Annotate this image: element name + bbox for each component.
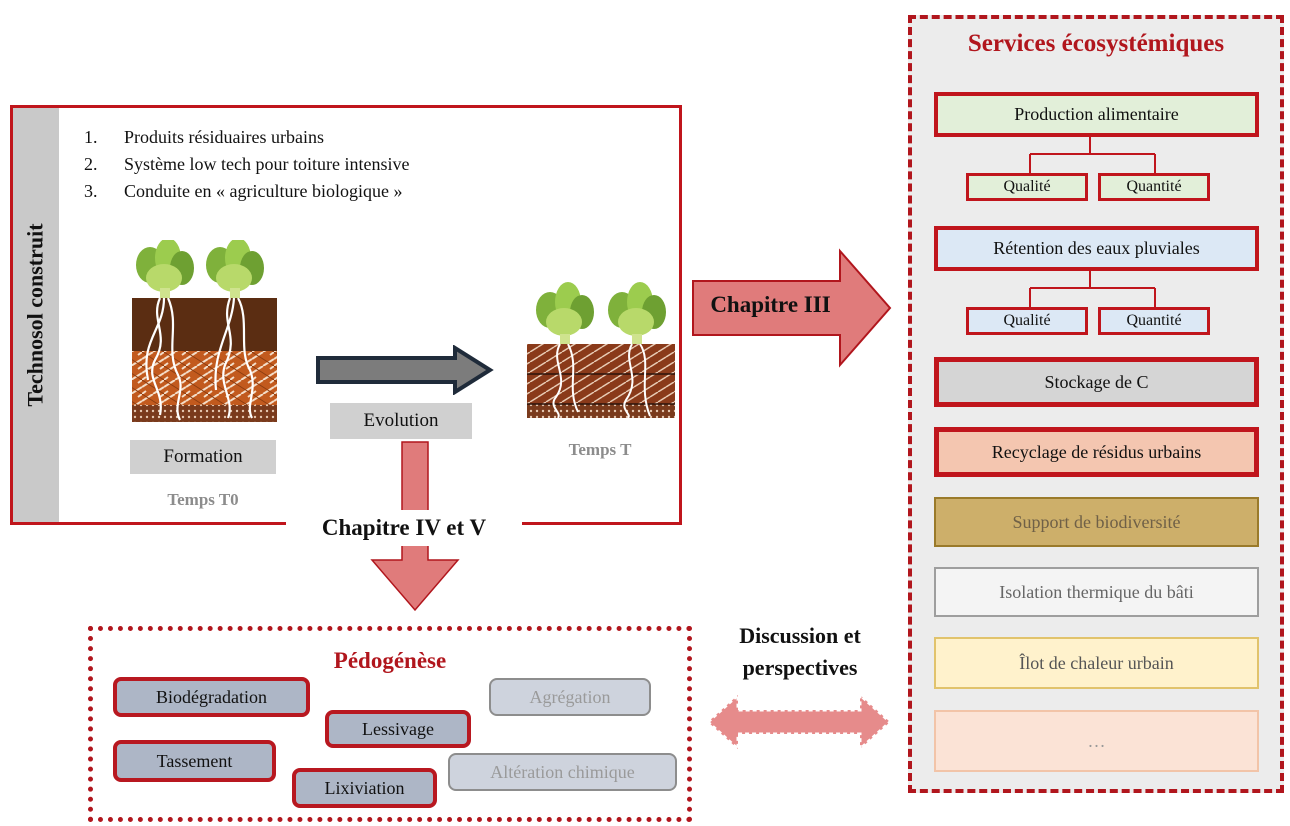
evolution-label: Evolution	[330, 403, 472, 439]
temps-t0-label: Temps T0	[167, 490, 239, 509]
chapitre-4-5-label: Chapitre IV et V	[286, 510, 522, 546]
temps-t-label: Temps T	[568, 440, 632, 459]
service-recyclage: Recyclage de résidus urbains	[934, 427, 1259, 477]
service-biodiversite: Support de biodiversité	[934, 497, 1259, 547]
retention-quantite: Quantité	[1098, 307, 1210, 335]
pedo-lessivage: Lessivage	[325, 710, 471, 748]
pedogenese-title: Pédogénèse	[333, 648, 447, 673]
pedo-alteration-chimique: Altération chimique	[448, 753, 677, 791]
service-retention-eaux: Rétention des eaux pluviales	[934, 226, 1259, 271]
list-item: 1.Produits résiduaires urbains	[84, 127, 324, 147]
retention-tree-connector	[1029, 271, 1156, 309]
pedo-tassement: Tassement	[113, 740, 276, 782]
services-title: Services écosystémiques	[967, 30, 1225, 57]
chapitre-3-arrow	[692, 248, 892, 368]
discussion-label: Discussion et perspectives	[700, 620, 900, 684]
pedo-biodegradation: Biodégradation	[113, 677, 310, 717]
production-quantite: Quantité	[1098, 173, 1210, 201]
list-item: 2.Système low tech pour toiture intensiv…	[84, 154, 410, 174]
service-ilot-chaleur: Îlot de chaleur urbain	[934, 637, 1259, 689]
pedo-lixiviation: Lixiviation	[292, 768, 437, 808]
evolution-arrow	[316, 345, 494, 395]
discussion-line-2: perspectives	[742, 655, 858, 680]
technosol-list: 1.Produits résiduaires urbains 2.Système…	[84, 124, 644, 205]
production-qualite: Qualité	[966, 173, 1088, 201]
chapitre-3-label: Chapitre III	[710, 292, 831, 317]
technosol-side-bar	[13, 108, 59, 522]
discussion-line-1: Discussion et	[739, 623, 861, 648]
discussion-double-arrow	[706, 693, 892, 751]
service-stockage-c: Stockage de C	[934, 357, 1259, 407]
service-production-alimentaire: Production alimentaire	[934, 92, 1259, 137]
production-tree-connector	[1029, 137, 1156, 175]
retention-qualite: Qualité	[966, 307, 1088, 335]
soil-column-t-illustration	[527, 282, 675, 419]
service-more: …	[934, 710, 1259, 772]
service-isolation: Isolation thermique du bâti	[934, 567, 1259, 617]
formation-label: Formation	[130, 440, 276, 474]
list-item: 3.Conduite en « agriculture biologique »	[84, 181, 403, 201]
pedo-agregation: Agrégation	[489, 678, 651, 716]
soil-column-t0-illustration	[132, 240, 277, 422]
technosol-title: Technosol construit	[23, 223, 48, 407]
